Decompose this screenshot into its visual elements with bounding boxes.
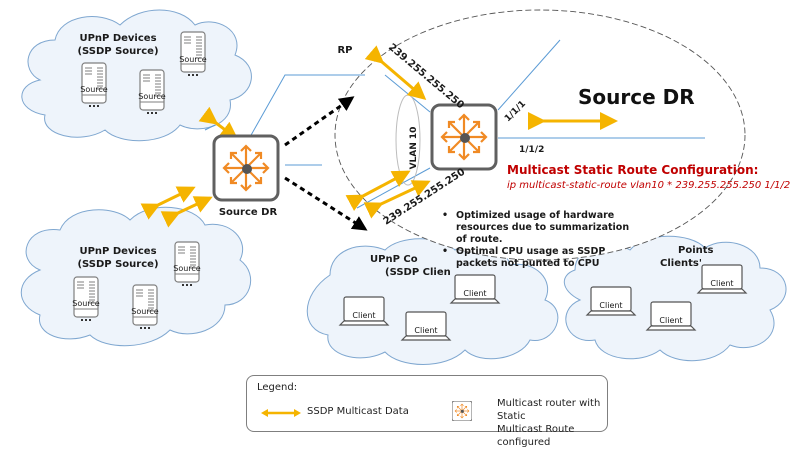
cloud-title: Points <box>678 245 714 256</box>
benefit-item: Optimal CPU usage as SSDP packets not pu… <box>440 246 640 270</box>
zoomed-router-icon <box>430 103 498 171</box>
legend-router-label-line2: Multicast Route configured <box>497 424 575 448</box>
server-icon <box>180 31 206 77</box>
device-label: Source <box>179 55 207 64</box>
dashed-arrow-to-rp <box>284 96 355 147</box>
benefits-list: Optimized usage of hardware resources du… <box>440 210 640 270</box>
device-label: Client <box>352 311 375 320</box>
legend: Legend: SSDP Multicast Data Multicast ro… <box>246 375 608 448</box>
device-label: Client <box>463 289 486 298</box>
legend-title: Legend: <box>257 382 298 393</box>
source-dr-router-icon <box>212 134 280 202</box>
device-label: Source <box>138 92 166 101</box>
device-label: Source <box>72 299 100 308</box>
device-label: Client <box>659 316 682 325</box>
vlan-label: VLAN 10 <box>409 127 419 170</box>
cloud-title: UPnP Devices <box>79 33 156 44</box>
cloud-source-top <box>21 9 252 142</box>
source-dr-label: Source DR <box>219 207 278 218</box>
double-arrow-icon <box>261 409 301 417</box>
device-label: Client <box>710 279 733 288</box>
router-icon <box>452 401 472 421</box>
legend-router-label-line1: Multicast router with Static <box>497 398 601 422</box>
legend-router-label: Multicast router with Static Multicast R… <box>497 397 607 449</box>
device-label: Client <box>414 326 437 335</box>
cloud-title: UPnP Co <box>370 254 418 265</box>
rp-label: RP <box>337 45 352 56</box>
multicast-arrows <box>140 45 618 228</box>
dashed-arrow-to-clients <box>284 176 368 231</box>
cloud-subtitle: (SSDP Source) <box>77 46 158 57</box>
config-command: ip multicast-static-route vlan10 * 239.2… <box>507 180 791 191</box>
device-label: Source <box>131 307 159 316</box>
port-label-1-1-2: 1/1/2 <box>519 145 544 155</box>
device-label: Source <box>80 85 108 94</box>
cloud-subtitle: (SSDP Source) <box>77 259 158 270</box>
cloud-subtitle: Clients' <box>660 258 702 269</box>
legend-arrow-label: SSDP Multicast Data <box>307 406 409 417</box>
cloud-client-middle <box>306 238 559 365</box>
cloud-title: UPnP Devices <box>79 246 156 257</box>
device-label: Source <box>173 264 201 273</box>
device-label: Client <box>599 301 622 310</box>
benefit-item: Optimized usage of hardware resources du… <box>440 210 640 246</box>
cloud-subtitle: (SSDP Clien <box>385 267 451 278</box>
config-title: Multicast Static Route Configuration: <box>507 163 759 177</box>
zoom-title: Source DR <box>578 85 695 109</box>
